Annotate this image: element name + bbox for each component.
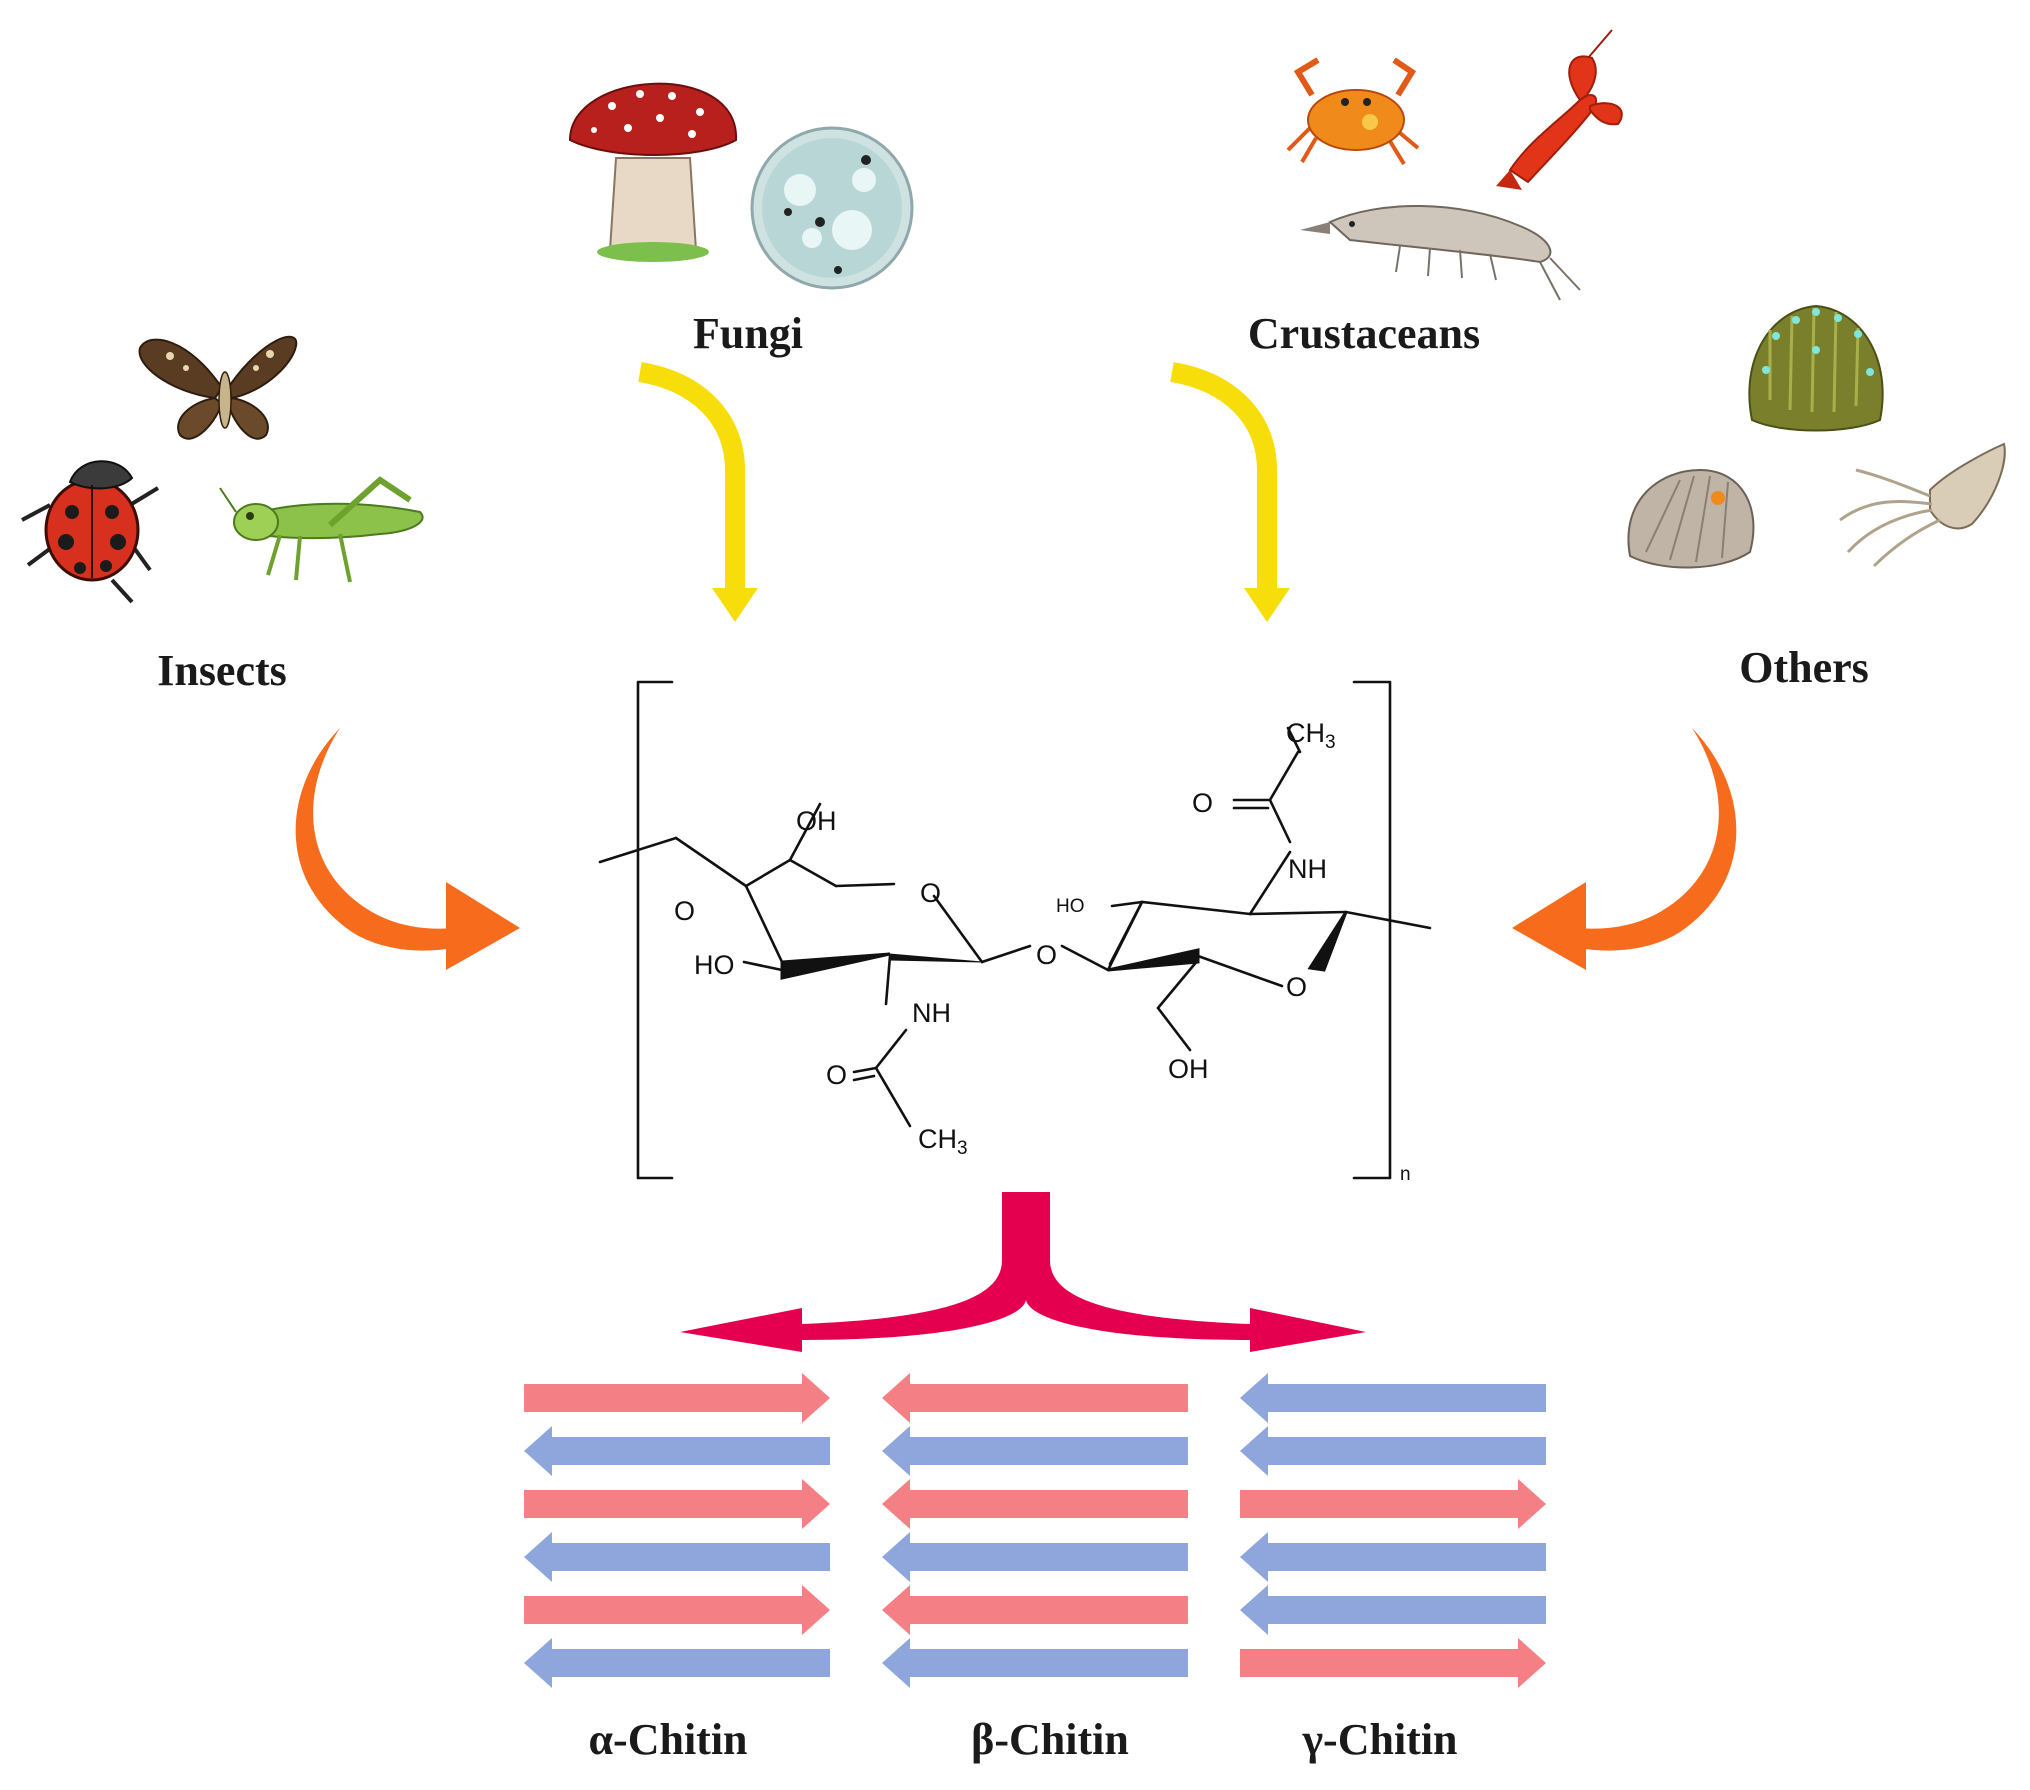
atom-ch3-left: CH3 [918, 1124, 968, 1159]
ladybug-icon [21, 460, 160, 604]
chain-arrow-gamma-5 [1240, 1585, 1546, 1635]
label-beta-chitin: β-Chitin [971, 1715, 1129, 1764]
chain-arrow-alpha-3 [524, 1479, 830, 1529]
crab-icon [1286, 57, 1420, 166]
chitin-structure: n [598, 680, 1432, 1185]
chain-arrow-gamma-2 [1240, 1426, 1546, 1476]
atom-o-ring-left: O [920, 878, 941, 908]
orange-arrow-others [1512, 728, 1737, 970]
bracket-left [636, 680, 674, 1180]
split-arrow [680, 1192, 1366, 1352]
chain-arrow-beta-3 [882, 1479, 1188, 1529]
atom-ho-right: HO [1056, 896, 1085, 917]
chain-arrow-beta-1 [882, 1373, 1188, 1423]
atom-o-carbonyl-right: O [1192, 788, 1213, 818]
squid-icon [1839, 442, 2006, 568]
chain-arrow-alpha-5 [524, 1585, 830, 1635]
chain-arrow-gamma-1 [1240, 1373, 1546, 1423]
label-insects: Insects [157, 646, 287, 695]
atom-ho-left: HO [694, 950, 735, 980]
chain-arrow-alpha-4 [524, 1532, 830, 1582]
chain-arrow-gamma-4 [1240, 1532, 1546, 1582]
mold-petri-dish-icon [750, 126, 914, 290]
repeat-subscript-n: n [1400, 1164, 1411, 1185]
bracket-right [1352, 680, 1392, 1180]
mushroom-icon [568, 82, 738, 262]
shrimp-icon [1300, 204, 1581, 301]
chain-arrow-beta-6 [882, 1638, 1188, 1688]
lobster-icon [1496, 29, 1623, 190]
chain-arrow-alpha-2 [524, 1426, 830, 1476]
grasshopper-icon [219, 476, 424, 583]
yellow-arrow-fungi [638, 362, 758, 622]
chain-arrow-gamma-6 [1240, 1638, 1546, 1688]
label-others: Others [1739, 643, 1869, 692]
label-alpha-chitin: α-Chitin [588, 1715, 747, 1764]
yellow-arrow-crustaceans [1170, 362, 1290, 622]
chain-arrow-beta-4 [882, 1532, 1188, 1582]
butterfly-icon [138, 335, 298, 440]
atom-o-glycosidic: O [1036, 940, 1057, 970]
chain-arrow-beta-2 [882, 1426, 1188, 1476]
atom-nh-left: NH [912, 998, 951, 1028]
atom-oh-top-left: OH [796, 806, 837, 836]
chain-arrow-alpha-1 [524, 1373, 830, 1423]
scallop-shell-icon [1627, 468, 1755, 569]
chain-arrow-beta-5 [882, 1585, 1188, 1635]
atom-nh-right: NH [1288, 854, 1327, 884]
label-gamma-chitin: γ-Chitin [1301, 1715, 1457, 1764]
orange-arrow-insects [295, 728, 520, 970]
chain-arrow-gamma-3 [1240, 1479, 1546, 1529]
chitin-chain-arrows [524, 1373, 1546, 1688]
chain-arrow-alpha-6 [524, 1638, 830, 1688]
atom-ch3-right: CH3 [1286, 718, 1336, 753]
atom-o-carbonyl-left: O [826, 1060, 847, 1090]
label-crustaceans: Crustaceans [1248, 309, 1480, 358]
sea-anemone-icon [1748, 304, 1884, 432]
atom-o-ring-right: O [1286, 972, 1307, 1002]
atom-oh-bottom-right: OH [1168, 1054, 1209, 1084]
atom-o-link-left: O [674, 896, 695, 926]
label-fungi: Fungi [693, 309, 803, 358]
